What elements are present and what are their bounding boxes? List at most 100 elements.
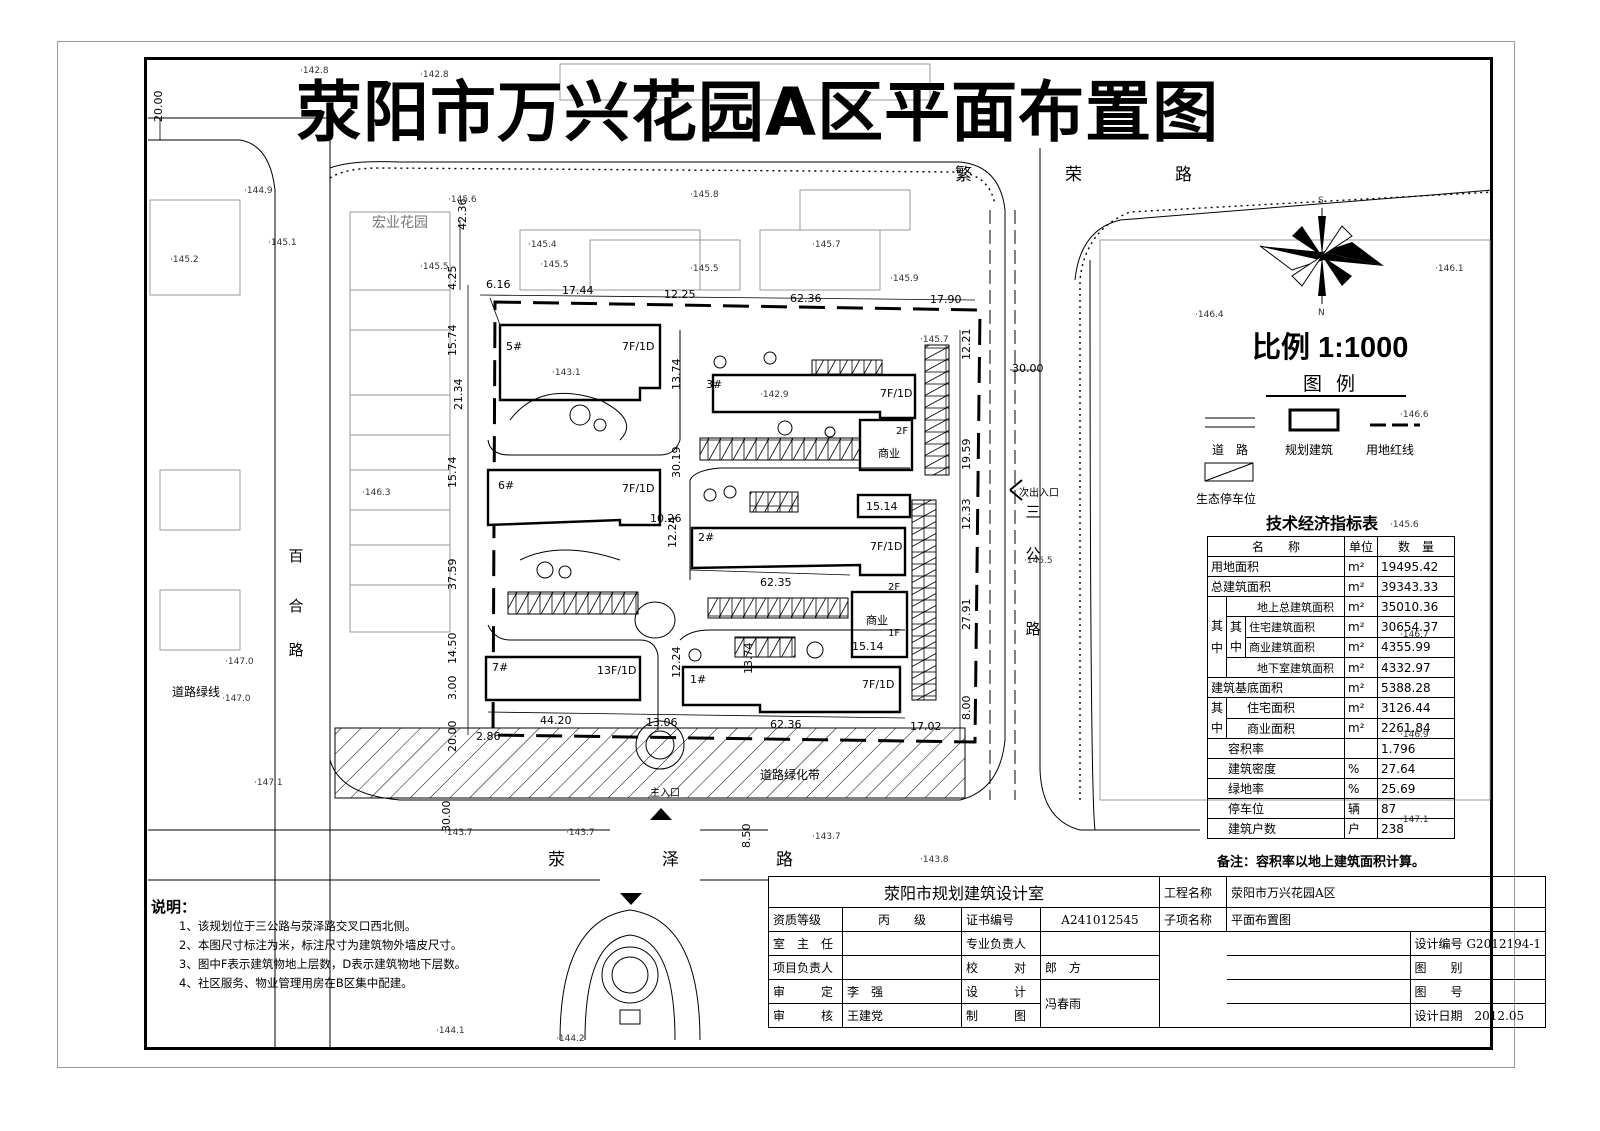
elevation-label: ·143.8 bbox=[920, 855, 949, 865]
dimension-label: 13.74 bbox=[670, 358, 683, 391]
building-5-floors: 7F/1D bbox=[622, 340, 655, 353]
row-unit: % bbox=[1344, 778, 1378, 799]
approve-label: 审 定 bbox=[768, 979, 843, 1004]
dimension-label: 44.20 bbox=[540, 714, 572, 727]
elevation-label: ·147.0 bbox=[222, 694, 251, 704]
reviewer-value: 王建党 bbox=[842, 1003, 962, 1028]
compass-icon bbox=[1259, 208, 1384, 304]
row-value: 3126.44 bbox=[1377, 697, 1455, 719]
dimension-label: 14.50 bbox=[446, 632, 459, 665]
commercial-2-label: 商业 bbox=[866, 614, 888, 627]
row-unit: m² bbox=[1344, 636, 1378, 658]
title-block: 荥阳市规划建筑设计室 工程名称 荥阳市万兴花园A区 资质等级 丙 级 证书编号 … bbox=[768, 876, 1547, 1028]
elevation-label: ·143.1 bbox=[552, 368, 581, 378]
note-2: 2、本图尺寸标注为米，标注尺寸为建筑物外墙皮尺寸。 bbox=[179, 938, 463, 952]
group-qizhong: 其中 bbox=[1206, 596, 1228, 678]
row-value: 87 bbox=[1377, 798, 1455, 819]
dimension-label: 15.74 bbox=[446, 324, 459, 357]
row-unit: m² bbox=[1344, 697, 1378, 719]
internal-paths bbox=[487, 330, 910, 770]
check-label: 校 对 bbox=[961, 955, 1041, 980]
dimension-label: 12.25 bbox=[664, 288, 696, 301]
legend-symbols bbox=[1204, 408, 1420, 482]
elevation-label: ·146.1 bbox=[1435, 264, 1464, 274]
elevation-label: ·145.5 bbox=[1024, 556, 1053, 566]
drawing-label: 制 图 bbox=[961, 1003, 1041, 1028]
row-unit: m² bbox=[1344, 657, 1378, 678]
elevation-label: ·143.7 bbox=[566, 828, 595, 838]
scale-label: 比例 1:1000 bbox=[1252, 332, 1409, 364]
road-east-1: 三 bbox=[1025, 503, 1041, 521]
green-line-label: 道路绿线 bbox=[172, 685, 221, 699]
row-name: 商业建筑面积 bbox=[1245, 636, 1345, 658]
compass-north-label: N bbox=[1318, 308, 1325, 318]
office-name: 荥阳市规划建筑设计室 bbox=[768, 876, 1160, 908]
header-value: 数 量 bbox=[1377, 536, 1455, 557]
row-name: 总建筑面积 bbox=[1207, 576, 1345, 597]
building-7-floors: 13F/1D bbox=[597, 664, 637, 677]
qual-value: 丙 级 bbox=[842, 907, 962, 932]
dimension-label: 20.00 bbox=[152, 90, 165, 123]
elevation-label: ·146.6 bbox=[1400, 410, 1429, 420]
dimension-label: 37.59 bbox=[446, 558, 459, 591]
elevation-label: ·145.5 bbox=[540, 260, 569, 270]
row-value: 39343.33 bbox=[1377, 576, 1455, 597]
row-name: 建筑密度 bbox=[1207, 758, 1345, 779]
drawing-frame bbox=[144, 57, 1493, 1050]
building-7-id: 7# bbox=[492, 661, 509, 674]
commercial-2-floors: 2F bbox=[888, 582, 901, 593]
building-2-id: 2# bbox=[698, 531, 715, 544]
dimension-label: 3.00 bbox=[446, 675, 459, 701]
row-unit bbox=[1344, 738, 1378, 759]
elevation-label: ·147.0 bbox=[225, 657, 254, 667]
elevation-label: ·145.2 bbox=[170, 255, 199, 265]
building-3-id: 3# bbox=[706, 378, 723, 391]
notes-heading: 说明： bbox=[151, 898, 197, 916]
row-unit: 辆 bbox=[1344, 798, 1378, 819]
elevation-label: ·147.1 bbox=[254, 778, 283, 788]
dimension-label: 21.34 bbox=[452, 378, 465, 411]
page-title: 荥阳市万兴花园A区平面布置图 bbox=[296, 74, 1220, 151]
dimension-label: 12.21 bbox=[960, 328, 973, 361]
designer-value: 冯春雨 bbox=[1040, 979, 1160, 1028]
blank-cell bbox=[1226, 1003, 1411, 1028]
tree-rows bbox=[329, 167, 1494, 800]
elevation-label: ·142.8 bbox=[420, 70, 449, 80]
elevation-label: ·145.7 bbox=[812, 240, 841, 250]
date-cell: 设计日期 2012.05 bbox=[1409, 1003, 1547, 1028]
notes-block: 说明： 1、该规划位于三公路与荥泽路交叉口西北侧。 2、本图尺寸标注为米，标注尺… bbox=[151, 898, 466, 993]
dimension-label: 8.00 bbox=[960, 695, 973, 721]
dimension-label: 2.86 bbox=[476, 730, 501, 743]
elevation-label: ·146.4 bbox=[1195, 310, 1224, 320]
row-name: 住宅建筑面积 bbox=[1245, 616, 1345, 638]
row-unit: 户 bbox=[1344, 818, 1378, 839]
row-name: 地上总建筑面积 bbox=[1226, 596, 1345, 617]
green-belt-label: 道路绿化带 bbox=[760, 768, 821, 782]
row-unit: m² bbox=[1344, 576, 1378, 597]
indicator-table-title: 技术经济指标表 bbox=[1266, 514, 1379, 533]
design-label: 设 计 bbox=[961, 979, 1041, 1004]
road-west-3: 路 bbox=[288, 641, 304, 659]
building-6-floors: 7F/1D bbox=[622, 482, 655, 495]
dimension-label: 30.00 bbox=[1012, 362, 1044, 375]
legend-site-line: 用地红线 bbox=[1366, 443, 1415, 457]
road-west-2: 合 bbox=[288, 597, 304, 615]
dimension-label: 6.16 bbox=[486, 278, 511, 291]
dimension-label: 13.06 bbox=[646, 716, 678, 729]
row-unit: m² bbox=[1344, 717, 1378, 739]
dimension-label: 27.91 bbox=[960, 598, 973, 631]
commercial-3-floors: 2F bbox=[896, 426, 909, 437]
row-unit: m² bbox=[1344, 616, 1378, 638]
group-qizhong-base: 其中 bbox=[1206, 697, 1228, 739]
indicator-note: 备注：容积率以地上建筑面积计算。 bbox=[1217, 855, 1426, 870]
blank-area bbox=[1159, 931, 1227, 1028]
dimension-lines bbox=[159, 118, 1040, 740]
elevation-label: ·145.5 bbox=[420, 262, 449, 272]
elevation-label: ·145.1 bbox=[268, 238, 297, 248]
dimension-label: 17.02 bbox=[910, 720, 942, 733]
project-lead-value bbox=[842, 955, 962, 980]
project-value: 荥阳市万兴花园A区 bbox=[1225, 876, 1547, 908]
elevation-label: ·145.4 bbox=[528, 240, 557, 250]
spec-lead-label: 专业负责人 bbox=[961, 931, 1041, 956]
